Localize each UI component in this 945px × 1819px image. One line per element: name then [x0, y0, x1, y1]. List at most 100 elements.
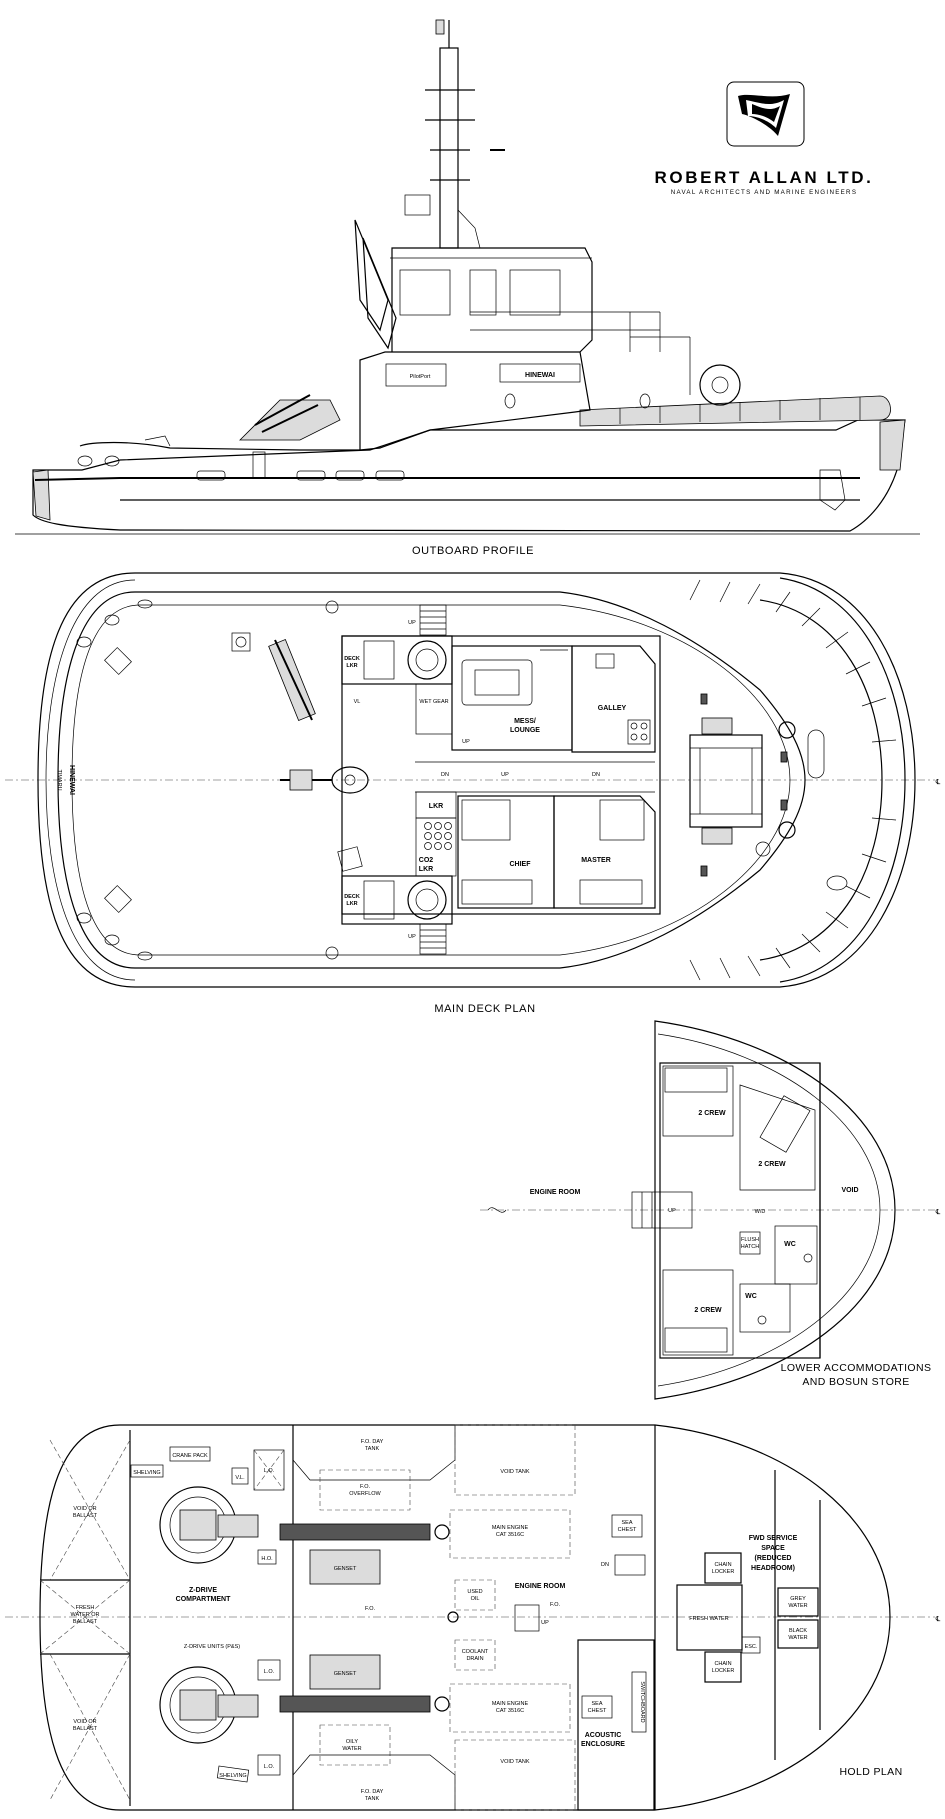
- master-ensuite: [599, 799, 645, 841]
- wc-1: [774, 1225, 818, 1285]
- outboard-profile-caption: OUTBOARD PROFILE: [412, 545, 534, 557]
- profile-hull: [32, 419, 906, 532]
- profile-handrails: [470, 311, 691, 395]
- profile-fender-stern: [32, 469, 51, 521]
- main-engine-top-2: CAT 3516C: [496, 1532, 524, 1538]
- lo-bot-label-1: L.O.: [264, 1669, 275, 1675]
- co2-label-2: LKR: [419, 866, 433, 873]
- fo-day-bot-1: F.O. DAY: [361, 1789, 384, 1795]
- wc-2-toilet: [757, 1315, 767, 1325]
- grey-water-1: GREY: [790, 1596, 806, 1602]
- profile-porthole-2: [639, 393, 651, 409]
- main-deck-home-port: TIMARU: [56, 769, 62, 790]
- used-oil-1: USED: [467, 1589, 482, 1595]
- wet-gear-label: WET GEAR: [419, 699, 448, 705]
- chief-label: CHIEF: [510, 861, 532, 868]
- vl-label: V.L.: [235, 1475, 245, 1481]
- mess-label-1: MESS/: [514, 718, 536, 725]
- crew-room-bot-label: 2 CREW: [694, 1307, 722, 1314]
- main-deck-cl-symbol: ℄: [935, 779, 941, 786]
- outboard-profile-view: HINEWAI PilotPort: [15, 19, 920, 557]
- deck-locker-stbd-label-2: LKR: [346, 901, 357, 907]
- crew-room-bot: [662, 1269, 734, 1356]
- company-logo: ROBERT ALLAN LTD. NAVAL ARCHITECTS AND M…: [655, 81, 871, 196]
- fo-day-top-1: F.O. DAY: [361, 1439, 384, 1445]
- vl-box: [231, 1467, 249, 1485]
- mess-table: [474, 669, 520, 696]
- main-deck-stairs-stbd: UP: [408, 923, 447, 955]
- shaft-port: [279, 1523, 431, 1541]
- sea-chest-bot-2: CHEST: [588, 1708, 607, 1714]
- main-engine-bot-1: MAIN ENGINE: [492, 1701, 529, 1707]
- profile-bulwark: [79, 441, 360, 451]
- zdrive-unit-stbd: [159, 1666, 259, 1744]
- hold-hull: [39, 1424, 891, 1811]
- chain-locker-top-2: LOCKER: [712, 1569, 735, 1575]
- black-water-tank: [777, 1619, 819, 1649]
- fo-overflow-1: F.O.: [360, 1484, 371, 1490]
- chain-locker-bot: [704, 1651, 742, 1683]
- shaft-seal-stbd: [434, 1696, 450, 1712]
- lower-stairs: [631, 1191, 693, 1229]
- profile-exhaust-stack-2: [362, 237, 397, 350]
- logo-emblem-stripe-3: [752, 104, 780, 122]
- profile-wheelhouse: [391, 247, 593, 353]
- deck-locker-stbd-coil-core: [415, 888, 439, 912]
- crew-room-top: [662, 1065, 734, 1137]
- lower-accom-hull: [654, 1020, 896, 1400]
- profile-deckhouse: [359, 351, 591, 451]
- chain-locker-top-1: CHAIN: [714, 1562, 731, 1568]
- main-deck-tow-hook-pin: [344, 774, 356, 786]
- main-deck-bow-fender-blocks: [689, 577, 906, 983]
- profile-towing-winch-hub: [711, 376, 729, 394]
- lkr-label: LKR: [429, 803, 443, 810]
- sea-chest-top: [611, 1514, 643, 1538]
- profile-bow-fender: [879, 419, 906, 471]
- sea-chest-top-2: CHEST: [618, 1527, 637, 1533]
- main-deck-stbd-bollard-top: [325, 600, 339, 614]
- chief-bunk: [461, 879, 533, 905]
- profile-bow-fender-roll: [579, 395, 891, 427]
- mess-up: UP: [462, 739, 470, 745]
- flush-hatch-label-1: FLUSH: [741, 1237, 759, 1243]
- chain-locker-top: [704, 1552, 742, 1584]
- sea-chest-top-1: SEA: [621, 1520, 632, 1526]
- main-engine-port: [449, 1509, 571, 1559]
- profile-access-door: [252, 451, 266, 479]
- deck-locker-stbd-coil: [407, 880, 447, 920]
- switchboard-label: SWITCHBOARD: [639, 1681, 645, 1722]
- co2-label-1: CO2: [419, 857, 434, 864]
- deck-locker-port-coil: [407, 640, 447, 680]
- galley-hob-4: [640, 733, 648, 741]
- coolant-drain-tank: [454, 1639, 496, 1671]
- lower-engine-room-label: ENGINE ROOM: [530, 1189, 581, 1196]
- lower-wd: W/D: [755, 1209, 766, 1215]
- main-deck-fwd-bollards: [700, 693, 848, 891]
- fwd-stairs: [614, 1554, 646, 1576]
- flush-hatch-label-2: HATCH: [741, 1244, 760, 1250]
- fo-day-bot-2: TANK: [365, 1796, 380, 1802]
- hold-dn: DN: [601, 1562, 609, 1568]
- deck-locker-stbd-item: [363, 880, 395, 920]
- lo-top-tank-x2: [253, 1449, 285, 1491]
- grey-water-tank: [777, 1587, 819, 1617]
- wet-gear-room: [415, 683, 453, 735]
- shelving-bot: SHELVING: [219, 1773, 246, 1779]
- void-tank-bot: [454, 1739, 576, 1811]
- hold-cl-symbol: ℄: [935, 1616, 941, 1623]
- deck-locker-port-item: [363, 640, 395, 680]
- shelving-top: SHELVING: [133, 1470, 160, 1476]
- galley-hob-1: [630, 722, 638, 730]
- fresh-water-ballast-2: WATER OR: [70, 1612, 99, 1618]
- coolant-2: DRAIN: [466, 1656, 483, 1662]
- main-deck-stairs-port: UP: [408, 604, 447, 636]
- fresh-water-ballast-1: FRESH: [76, 1605, 95, 1611]
- galley-hob-3: [630, 733, 638, 741]
- deckhouse-outline: [341, 635, 661, 915]
- shelving-top-box: [130, 1464, 164, 1478]
- main-deck-plan-view: ℄ HINEWAI TIMARU: [5, 572, 941, 1015]
- shaft-stbd: [279, 1695, 431, 1713]
- escape-label: ESC.: [745, 1644, 758, 1650]
- void-label: VOID: [841, 1187, 858, 1194]
- company-tagline: NAVAL ARCHITECTS AND MARINE ENGINEERS: [671, 189, 858, 196]
